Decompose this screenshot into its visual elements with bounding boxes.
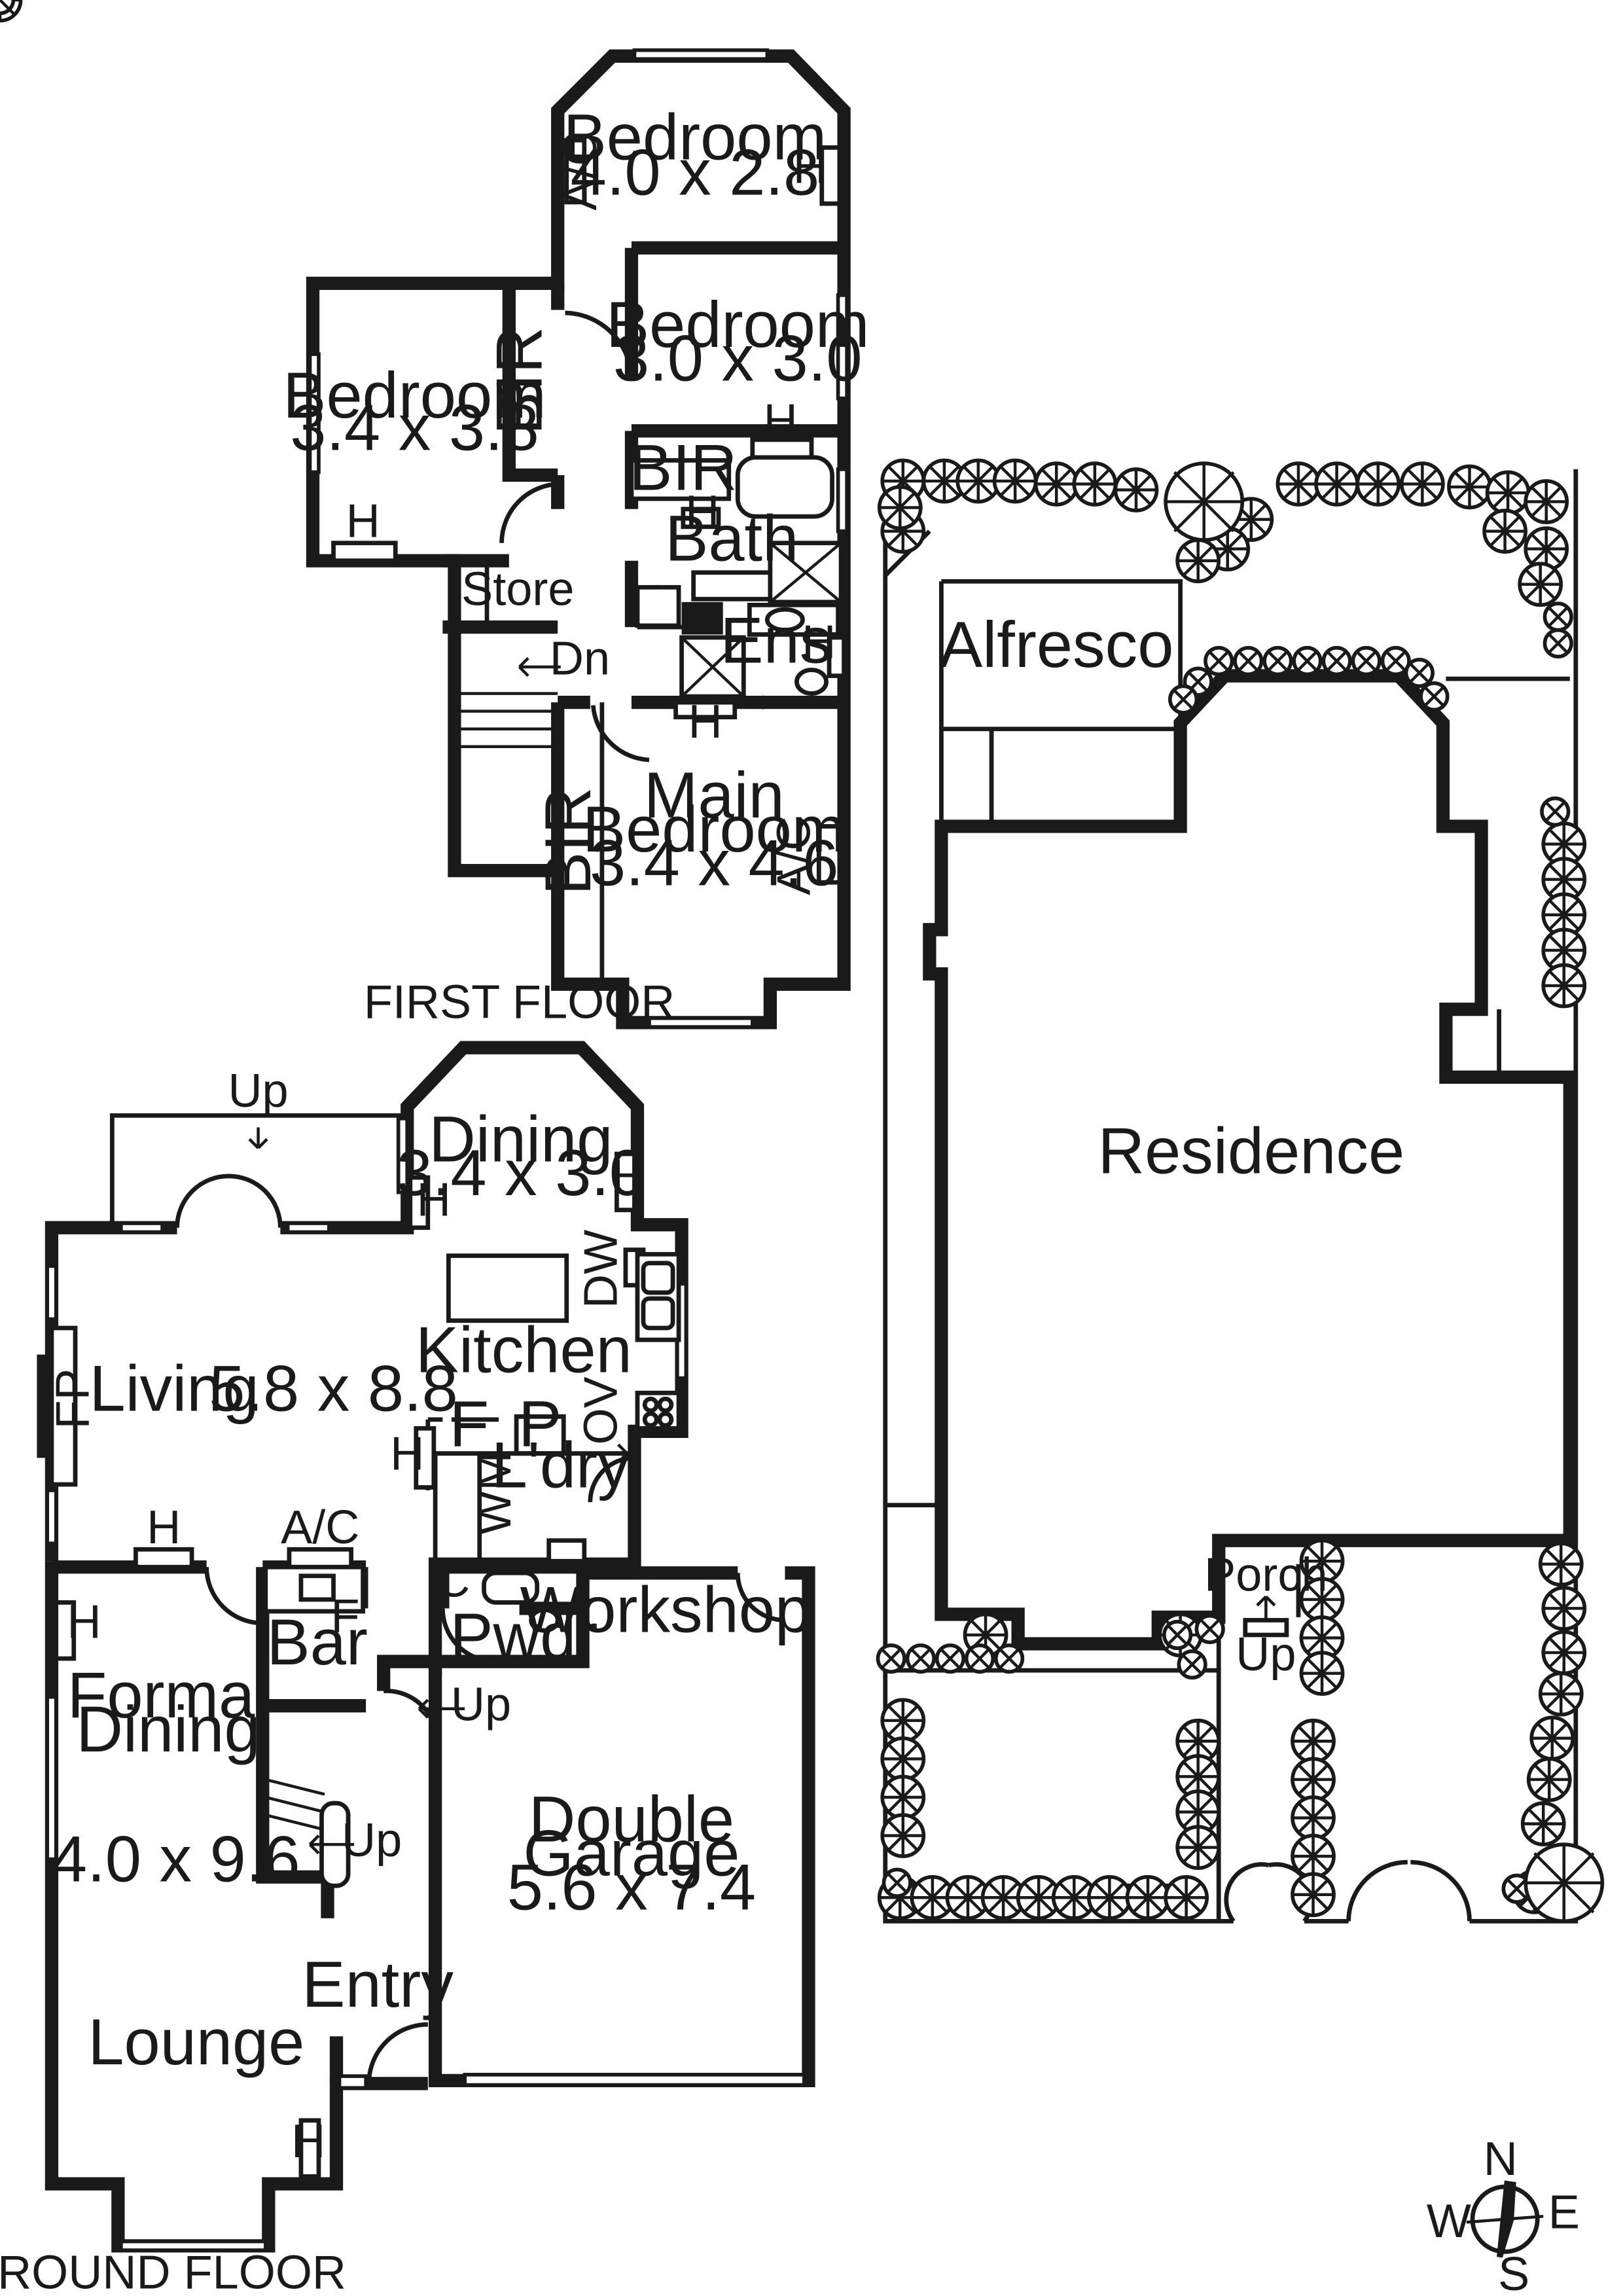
site-plan: Alfresco Residence Porch Up [0, 0, 1605, 1924]
garage-name-2: Garage [524, 1817, 740, 1890]
stairs-down-label: Dn [550, 632, 610, 685]
deck-heater: H [417, 1174, 451, 1227]
stairs-up [265, 1778, 355, 1888]
ens-heater: H [802, 617, 836, 669]
main-bedroom-size: 3.4 x 4.6 [590, 827, 838, 900]
dining-name: Dining [429, 1103, 613, 1175]
workshop-label: Workshop [520, 1573, 811, 1646]
compass: N S E W [1427, 2133, 1580, 2296]
entry-label: Entry [302, 1948, 454, 2021]
living-size: 5.8 x 8.8 [209, 1352, 457, 1425]
porch-label: Porch [1204, 1549, 1327, 1601]
compass-west: W [1427, 2195, 1471, 2248]
living-label: Living [89, 1352, 259, 1425]
bedroom-west-heater: H [346, 495, 380, 548]
first-floor: Bedroom 4.0 x 2.8 A/C H Bedroom 3.0 x 3.… [283, 48, 870, 1030]
bar-label: Bar [267, 1606, 368, 1679]
bath-heater: H [764, 395, 798, 447]
lounge-heater: H [291, 2115, 325, 2168]
bedroom-north-size: 4.0 x 2.8 [571, 137, 819, 209]
garage-name-1: Double [529, 1784, 734, 1856]
fireplace-label: FP [46, 1369, 99, 1429]
pantry-label: P [518, 1388, 562, 1460]
bar-ac: A/C [281, 1501, 359, 1554]
kitchen-label: Kitchen [416, 1314, 632, 1387]
first-floor-ac-north: A/C [554, 132, 607, 210]
stairs-up-label: Up [342, 1814, 402, 1867]
bir-middle: BIR [629, 431, 737, 504]
compass-east: E [1548, 2186, 1580, 2238]
main-bedroom-heater: H [688, 696, 722, 748]
ground-floor-caption: GROUND FLOOR [0, 2247, 346, 2296]
dining-size: 3.4 x 3.0 [397, 1137, 645, 1210]
cupboard-label: C [436, 1554, 470, 1607]
kitchen-heater: H [390, 1427, 424, 1480]
garage-size: 5.6 x 7.4 [507, 1851, 756, 1924]
washing-machine-label: WM [469, 1451, 521, 1535]
ens-label: Ens [720, 604, 832, 677]
main-bedroom-name-1: Main [644, 759, 785, 832]
compass-south: S [1498, 2248, 1529, 2296]
bedroom-middle-name: Bedroom [606, 289, 869, 361]
bir-west: BIR [483, 327, 556, 435]
bar-fridge: F [331, 1590, 360, 1642]
dining-heater: H [611, 1151, 645, 1203]
compass-north: N [1484, 2133, 1518, 2185]
formal-dining-name-1: Formal [67, 1659, 270, 1732]
formal-dining-size: 4.0 x 9.6 [51, 1823, 300, 1895]
living-heater: H [147, 1501, 181, 1554]
laundry-label: L'dry [491, 1429, 630, 1502]
first-floor-heater-north: H [793, 141, 827, 194]
bedroom-west-size: 3.4 x 3.8 [290, 392, 539, 465]
fridge-label: F [450, 1388, 490, 1460]
formal-dining-name-2: Dining [76, 1693, 260, 1766]
deck-up-label: Up [228, 1065, 288, 1117]
porch-up-label: Up [1236, 1628, 1296, 1681]
main-bedroom-ac: A/C [768, 816, 821, 895]
bedroom-north-name: Bedroom [563, 101, 827, 173]
lounge-label: Lounge [88, 2006, 304, 2079]
oven-label: OV [575, 1376, 627, 1444]
ground-floor: Up Dining 3.4 x 3.0 H H Kitchen Living 5… [0, 1041, 815, 2296]
garden-hedges [0, 0, 1605, 1924]
bath-label: Bath [665, 503, 798, 575]
first-floor-caption: FIRST FLOOR [364, 977, 675, 1029]
powder-room-label: Pwdr [450, 1600, 597, 1673]
formal-dining-heater: H [67, 1596, 101, 1648]
stairs-down [460, 656, 561, 749]
bir-heater: H [685, 486, 719, 539]
store-label: Store [461, 563, 574, 615]
bir-main: BIR [532, 787, 605, 895]
alfresco-label: Alfresco [939, 609, 1173, 681]
main-bedroom-name-2: Bedroom [582, 793, 846, 866]
bedroom-west-name: Bedroom [283, 359, 546, 432]
dishwasher-label: DW [575, 1230, 627, 1308]
residence-label: Residence [1098, 1115, 1405, 1187]
bedroom-middle-size: 3.0 x 3.0 [613, 323, 862, 395]
entry-up-label: Up [451, 1679, 511, 1731]
